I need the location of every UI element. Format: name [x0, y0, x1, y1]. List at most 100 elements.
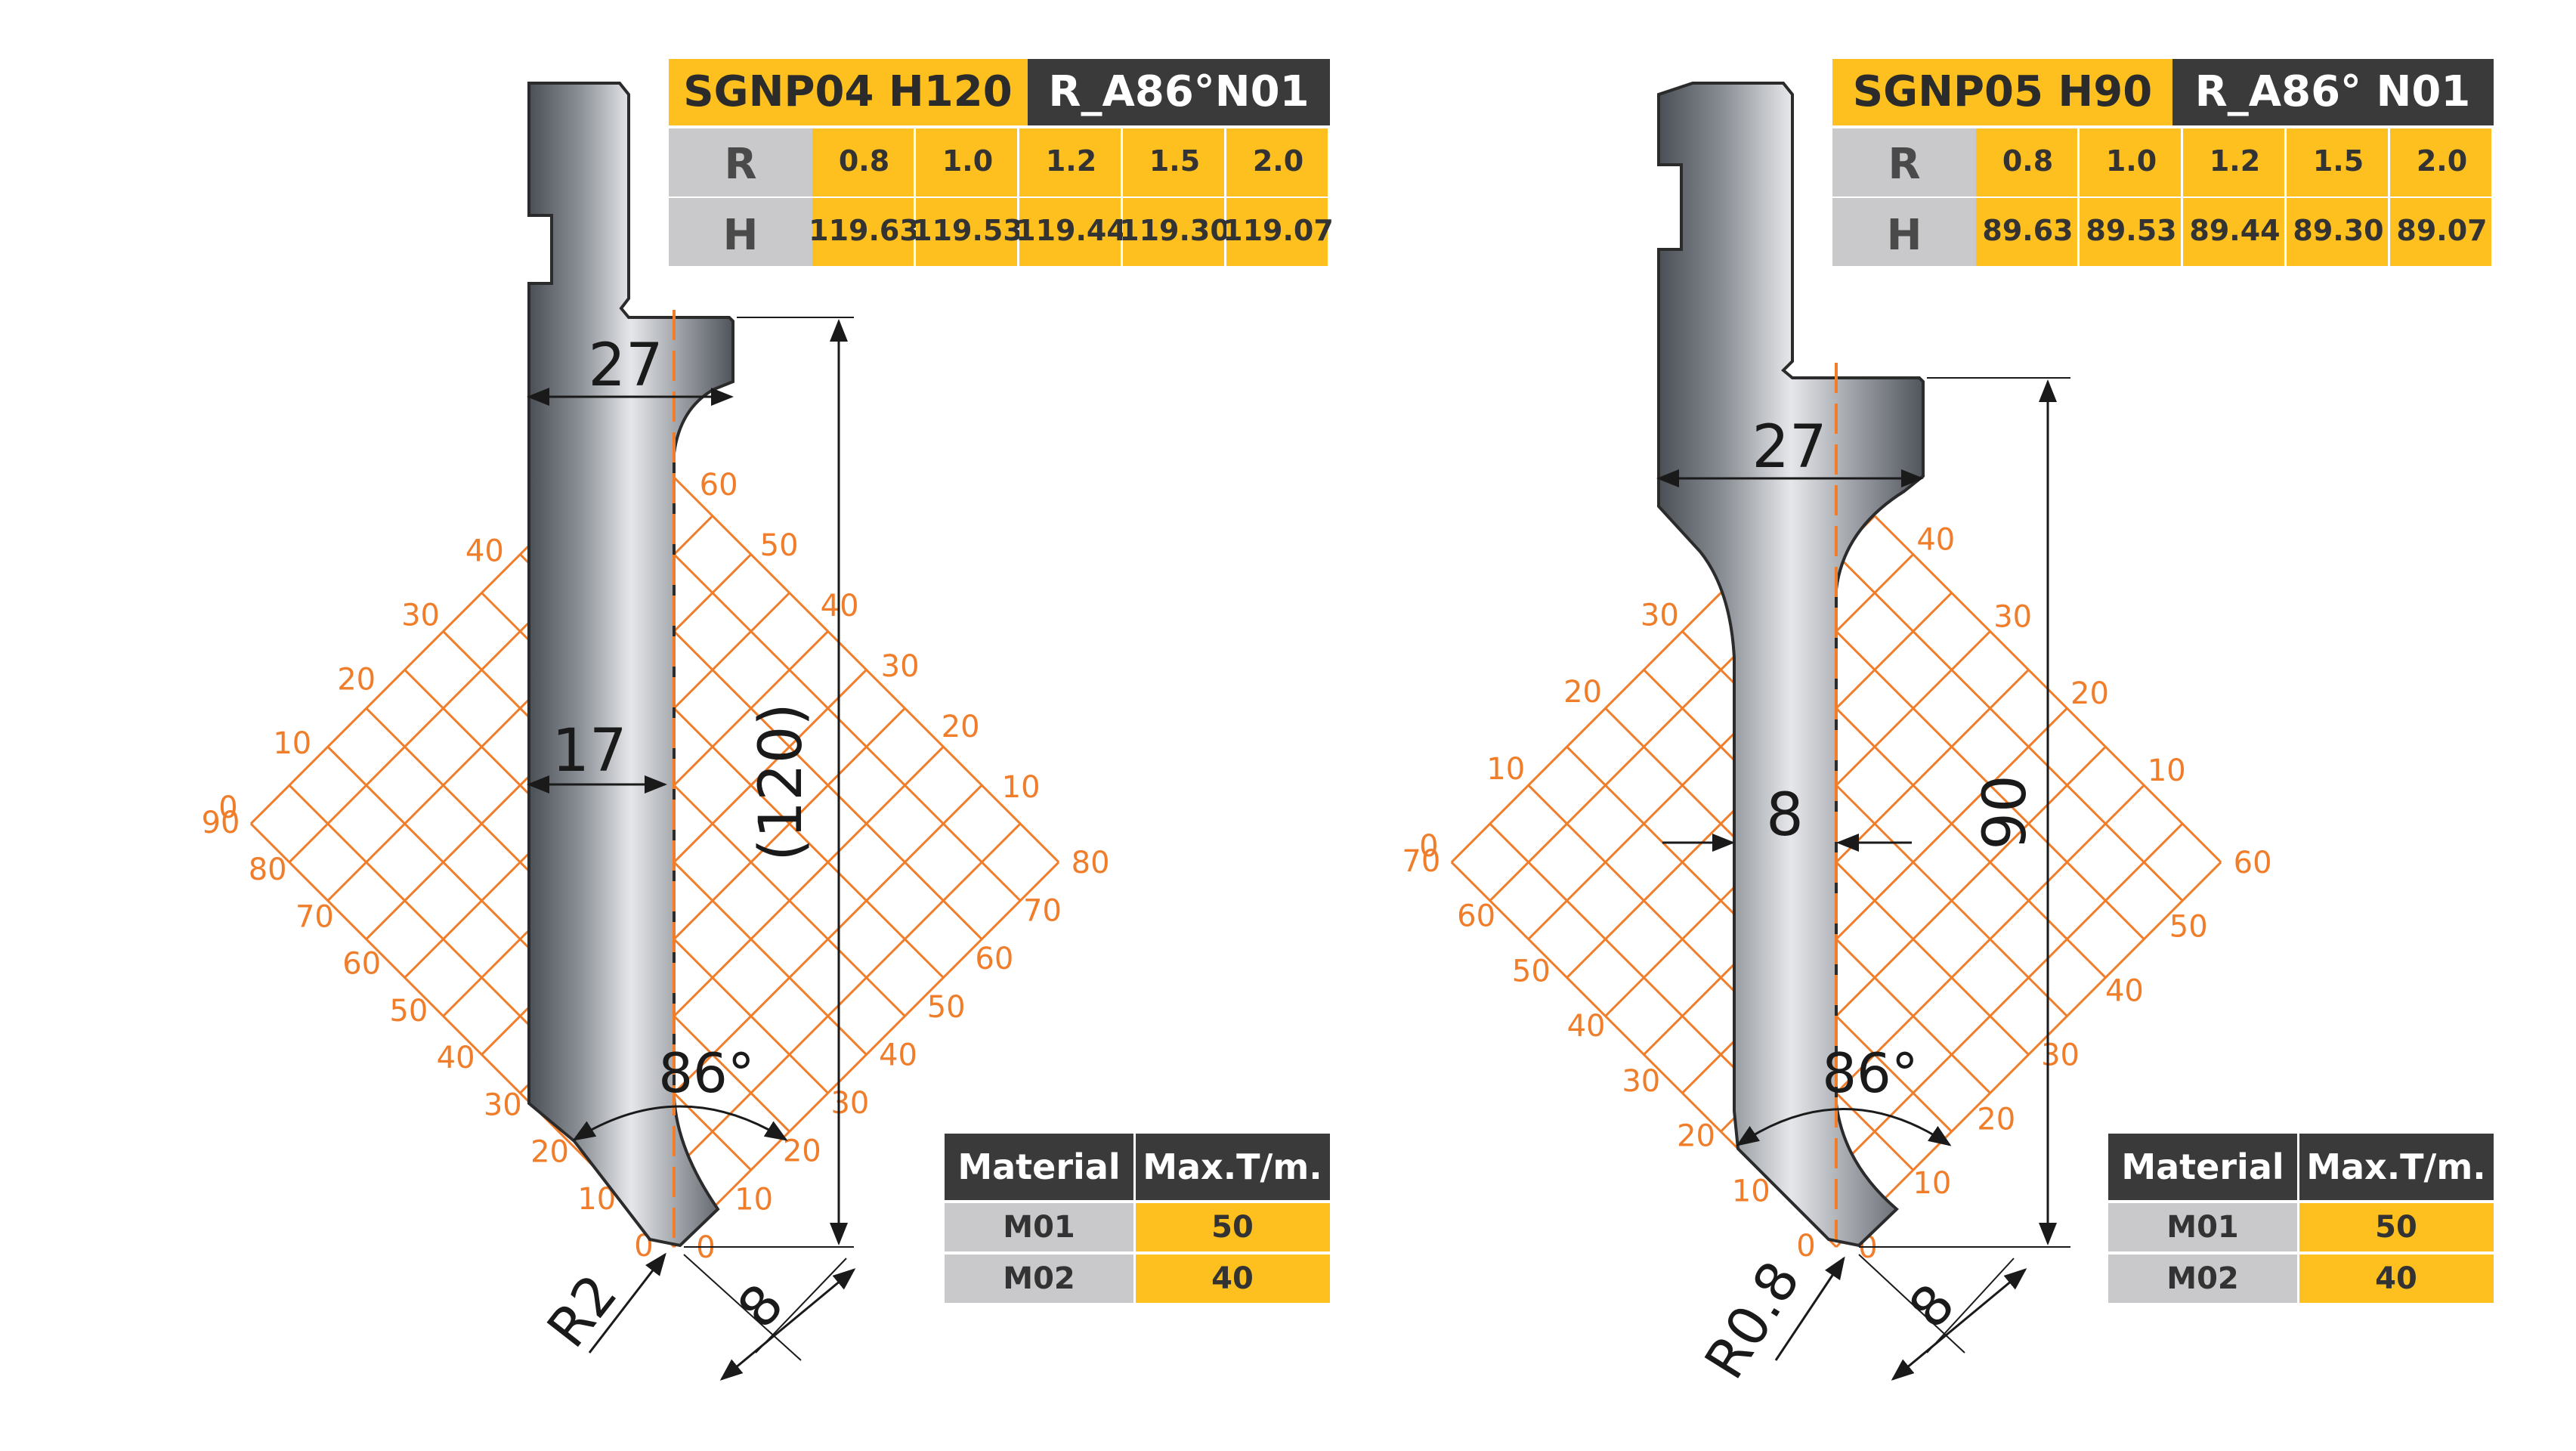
- h-value: 119.53: [912, 214, 1023, 247]
- r-value: 0.8: [2002, 144, 2053, 178]
- h-value-cell: [1123, 198, 1224, 266]
- material-table: Material Max.T/m. M01 50 M02 40: [2108, 1134, 2494, 1303]
- h-value-cell: [1019, 198, 1121, 266]
- grid-scale-label: 0: [218, 790, 237, 825]
- tip-dimension: 8: [725, 1272, 796, 1340]
- neck-dimension: 17: [552, 717, 626, 785]
- r-value-cell: [2183, 128, 2284, 196]
- grid-scale-label: 50: [760, 528, 799, 563]
- row-label-r: R: [1888, 140, 1920, 189]
- grid-line: [1527, 784, 1914, 1171]
- r-value: 1.0: [942, 144, 993, 178]
- radius-dimension: R0.8: [1693, 1251, 1812, 1390]
- grid-line: [1797, 515, 2184, 902]
- title-cell: [669, 59, 1028, 125]
- tip-dimension: 8: [1897, 1272, 1967, 1340]
- angle-arc: [572, 1105, 788, 1141]
- material-name: M01: [1003, 1210, 1075, 1245]
- angle-dimension: 86°: [1822, 1041, 1919, 1105]
- punch-profile: [1657, 82, 1925, 1248]
- tool-title: SGNP05 H90: [1853, 67, 2152, 116]
- h-value: 119.63: [809, 214, 920, 247]
- r-value-cell: [2390, 128, 2491, 196]
- h-value: 89.44: [2189, 214, 2280, 247]
- grid-line: [1835, 861, 2222, 1248]
- tool-sgnp04: 0102030405060708090010203040506070800102…: [202, 59, 1334, 1381]
- grid-scale-label: 50: [1512, 954, 1551, 988]
- grid-scale-label: 70: [1023, 894, 1062, 929]
- row-label-h: H: [723, 211, 759, 260]
- grid-line: [1835, 476, 2222, 863]
- grid-scale-label: 40: [1567, 1009, 1606, 1044]
- r-value-cell: [1976, 128, 2077, 196]
- r-value: 1.5: [2313, 144, 2364, 178]
- grid-scale-label: 50: [2169, 910, 2208, 945]
- r-value-cell: [916, 128, 1017, 196]
- r-value: 1.0: [2106, 144, 2157, 178]
- tool-code: R_A86° N01: [2195, 67, 2471, 116]
- grid-scale-label: 70: [1402, 844, 1440, 879]
- grid-scale-label: 10: [1486, 752, 1525, 787]
- width-dimension: 27: [588, 332, 663, 400]
- neck-dimension: 8: [1766, 781, 1804, 849]
- grid-scale-label: 90: [202, 806, 240, 840]
- grid-scale-label: 40: [1916, 523, 1955, 558]
- grid-scale-label: 0: [1796, 1229, 1815, 1264]
- grid-scale-label: 60: [700, 468, 738, 503]
- max-load-header: Max.T/m.: [1143, 1146, 1322, 1187]
- r-value: 2.0: [1253, 144, 1303, 178]
- height-dimension: (120): [747, 703, 815, 862]
- angle-dimension: 86°: [658, 1041, 755, 1105]
- h-value-cell: [2390, 198, 2491, 266]
- row-label-r: R: [724, 140, 756, 189]
- material-name: M02: [2166, 1261, 2238, 1296]
- grid-scale-label: 20: [337, 662, 376, 697]
- grid-scale-label: 20: [942, 710, 980, 744]
- radius-dimension: R2: [535, 1263, 629, 1359]
- tool-code: R_A86°N01: [1048, 67, 1309, 116]
- grid-scale-label: 40: [437, 1041, 475, 1075]
- r-value-cell: [2287, 128, 2388, 196]
- r-value-cell: [1226, 128, 1328, 196]
- grid-scale-label: 30: [484, 1087, 522, 1122]
- h-value-cell: [812, 198, 914, 266]
- h-value-cell: [2287, 198, 2388, 266]
- grid-scale-label: 20: [1677, 1119, 1715, 1154]
- material-header: Material: [957, 1146, 1120, 1187]
- grid-scale-label: 20: [2070, 676, 2109, 711]
- material-max-load: 40: [1211, 1261, 1254, 1296]
- grid-scale-label: 80: [1072, 846, 1110, 880]
- r-value-cell: [2080, 128, 2181, 196]
- grid-scale-label: 10: [1002, 770, 1041, 805]
- r-value: 1.2: [2210, 144, 2260, 178]
- h-value: 89.07: [2396, 214, 2487, 247]
- grid-scale-label: 30: [881, 649, 920, 684]
- grid-scale-label: 60: [2234, 846, 2272, 880]
- h-value-cell: [916, 198, 1017, 266]
- grid-scale-label: 20: [1563, 675, 1602, 710]
- code-cell: [1028, 59, 1330, 125]
- material-table: Material Max.T/m. M01 50 M02 40: [945, 1134, 1330, 1303]
- h-value: 119.30: [1119, 214, 1230, 247]
- grid-scale-label: 40: [465, 534, 504, 569]
- grid-scale-label: 10: [734, 1182, 773, 1217]
- grid-scale-label: 10: [1732, 1174, 1770, 1208]
- grid-scale-label: 20: [530, 1135, 569, 1170]
- grid-scale-label: 30: [1622, 1064, 1660, 1099]
- h-value-cell: [1226, 198, 1328, 266]
- h-value-cell: [2080, 198, 2181, 266]
- tool-title: SGNP04 H120: [683, 67, 1012, 116]
- grid-scale-label: 70: [295, 899, 334, 934]
- h-value: 119.07: [1223, 214, 1334, 247]
- h-value-cell: [1976, 198, 2077, 266]
- material-name: M01: [2166, 1210, 2238, 1245]
- grid-scale-label: 80: [249, 852, 287, 887]
- grid-scale-label: 50: [927, 990, 966, 1025]
- r-value: 1.5: [1149, 144, 1200, 178]
- grid-scale-label: 50: [389, 994, 428, 1029]
- r-value-cell: [812, 128, 914, 196]
- grid-scale-label: 10: [273, 726, 311, 761]
